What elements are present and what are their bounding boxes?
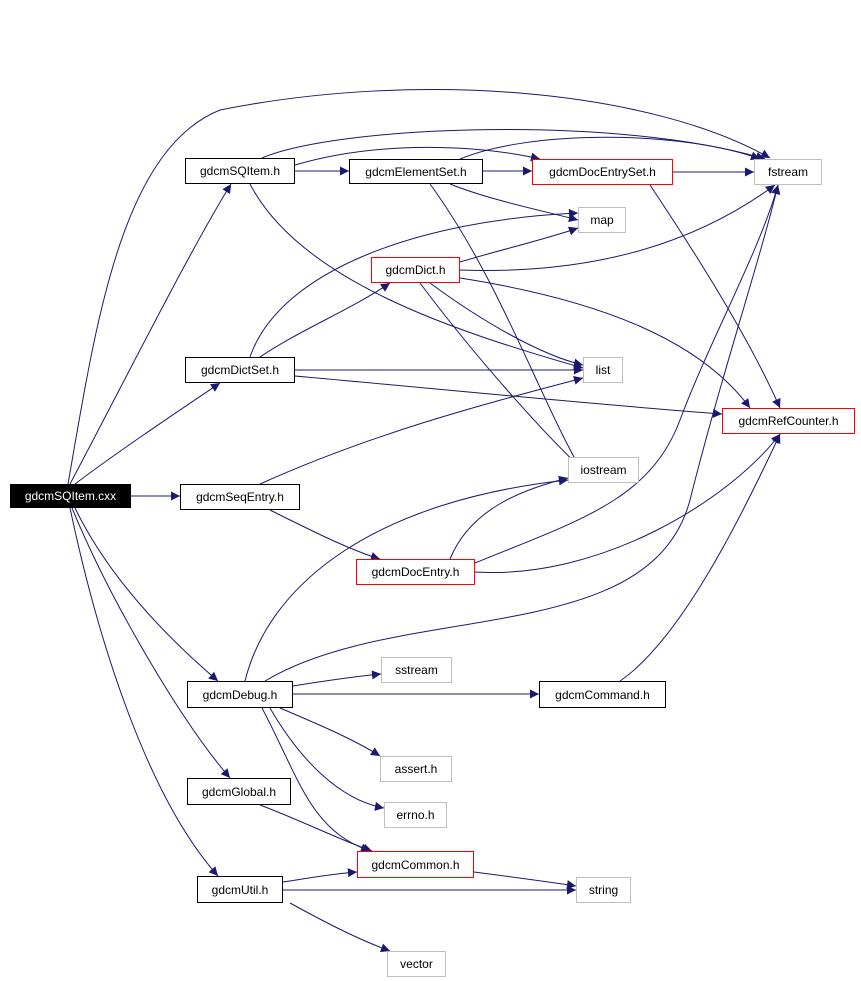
node-gdcmcommon-h[interactable]: gdcmCommon.h <box>357 851 474 878</box>
edge-docentry-h-to-iostream <box>449 475 569 560</box>
edge-seqentry-h-to-list <box>259 375 584 485</box>
node-gdcmdocentry-h[interactable]: gdcmDocEntry.h <box>356 559 475 585</box>
node-string: string <box>576 877 631 903</box>
edge-docentry-h-to-fstream <box>474 184 780 564</box>
node-gdcmsqitem-h[interactable]: gdcmSQItem.h <box>185 158 295 184</box>
node-fstream: fstream <box>754 159 822 185</box>
node-gdcmdebug-h[interactable]: gdcmDebug.h <box>187 681 293 708</box>
node-errno-h: errno.h <box>384 802 447 828</box>
node-vector: vector <box>387 951 446 977</box>
node-gdcmsqitem-cxx[interactable]: gdcmSQItem.cxx <box>10 484 131 508</box>
edge-sqitem-h-to-docentryset-h <box>294 146 541 166</box>
edge-root-to-debug-h <box>74 507 219 682</box>
dependency-edges <box>67 89 781 953</box>
node-gdcmseqentry-h[interactable]: gdcmSeqEntry.h <box>180 484 300 510</box>
edge-docentry-h-to-refcounter-h <box>474 433 781 574</box>
node-gdcmcommand-h[interactable]: gdcmCommand.h <box>539 681 666 708</box>
edge-root-to-sqitem-h <box>69 183 232 485</box>
edge-dict-h-to-iostream <box>419 282 584 471</box>
edge-debug-h-to-errno-h <box>269 707 385 811</box>
edge-dictset-h-to-refcounter-h <box>294 375 723 418</box>
edge-elementset-h-to-fstream <box>459 136 761 161</box>
edge-util-h-to-common-h <box>282 868 358 883</box>
edge-seqentry-h-to-docentry-h <box>269 509 381 561</box>
edge-dict-h-to-refcounter-h <box>459 277 751 409</box>
edge-debug-h-to-fstream <box>264 184 781 682</box>
node-sstream: sstream <box>381 657 452 683</box>
node-iostream: iostream <box>568 457 639 483</box>
edge-dictset-h-to-dict-h <box>259 282 391 358</box>
edge-root-to-dictset-h <box>74 382 221 485</box>
edge-debug-h-to-common-h <box>261 707 371 853</box>
edge-dict-h-to-map <box>459 226 579 263</box>
node-gdcmglobal-h[interactable]: gdcmGlobal.h <box>187 778 291 805</box>
node-map: map <box>578 207 626 233</box>
node-gdcmelementset-h[interactable]: gdcmElementSet.h <box>349 159 483 184</box>
edge-elementset-h-to-iostream <box>429 183 584 474</box>
edge-sqitem-h-to-list <box>249 183 584 370</box>
edge-global-h-to-common-h <box>259 804 373 853</box>
edge-command-h-to-refcounter-h <box>619 433 781 682</box>
edge-root-to-util-h <box>69 507 219 877</box>
edge-root-to-fstream <box>67 89 771 485</box>
node-gdcmdict-h[interactable]: gdcmDict.h <box>371 257 460 283</box>
edge-debug-h-to-iostream <box>244 476 569 682</box>
node-gdcmdocentryset-h[interactable]: gdcmDocEntrySet.h <box>532 159 673 185</box>
node-gdcmrefcounter-h[interactable]: gdcmRefCounter.h <box>722 408 855 434</box>
edge-common-h-to-string <box>473 871 577 890</box>
edge-root-to-global-h <box>71 507 231 779</box>
edge-docentryset-h-to-refcounter-h <box>649 184 781 409</box>
edge-dictset-h-to-map <box>249 208 579 358</box>
edge-dict-h-to-fstream <box>459 184 776 271</box>
node-gdcmutil-h[interactable]: gdcmUtil.h <box>197 876 283 903</box>
edge-debug-h-to-assert-h <box>279 707 381 757</box>
edge-elementset-h-to-map <box>449 183 579 223</box>
edge-dict-h-to-list <box>429 282 584 368</box>
edge-debug-h-to-sstream <box>292 670 382 687</box>
node-assert-h: assert.h <box>380 756 452 782</box>
node-gdcmdictset-h[interactable]: gdcmDictSet.h <box>185 357 295 383</box>
edge-util-h-to-vector <box>289 902 391 953</box>
node-list: list <box>583 357 623 383</box>
